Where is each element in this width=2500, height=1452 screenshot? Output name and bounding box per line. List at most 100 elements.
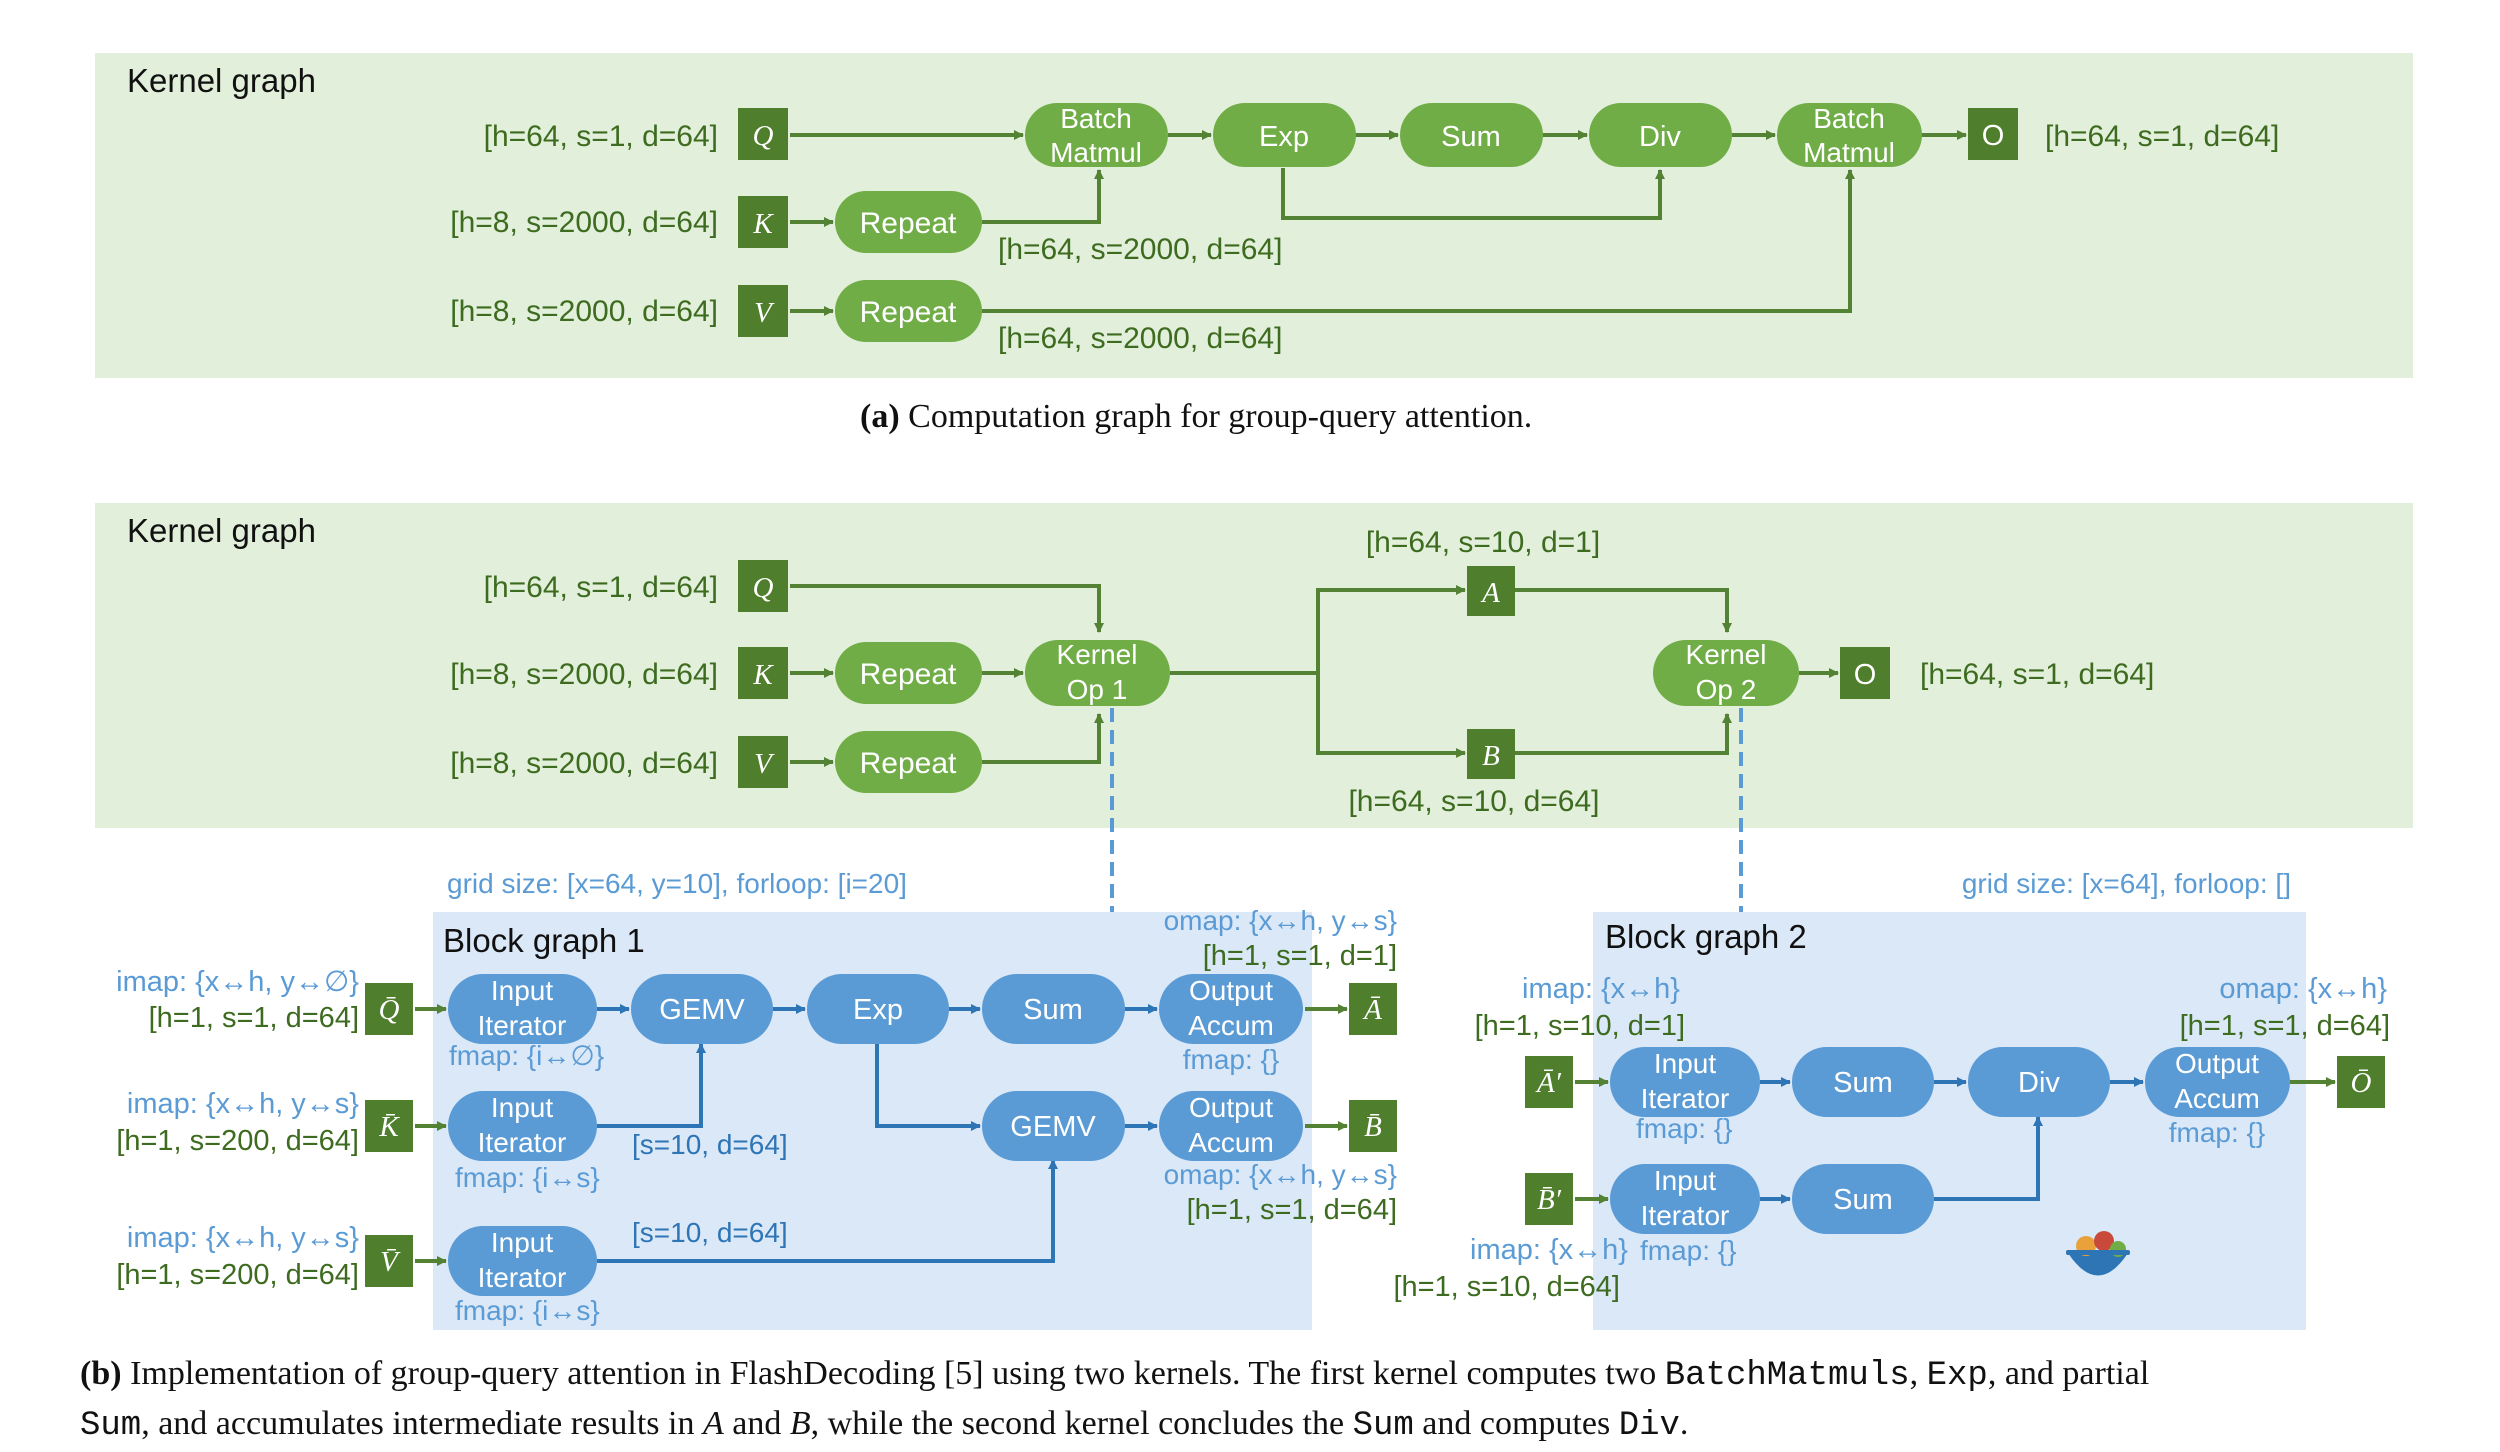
panel-title-a: Kernel graph [127,62,316,99]
b-input-v-box: V [738,736,788,788]
svg-text:K̄: K̄ [378,1111,400,1143]
intermediate-a-shape: [h=64, s=10, d=1] [1366,526,1600,559]
svg-text:Accum: Accum [1188,1127,1274,1158]
svg-text:Kernel: Kernel [1686,639,1767,670]
svg-text:Output: Output [2175,1048,2259,1079]
kernel-graph-panel-b [95,503,2413,828]
svg-text:Sum: Sum [1833,1184,1893,1216]
caption-a: (a) Computation graph for group-query at… [860,398,1532,436]
b2-sum-2: Sum [1792,1164,1934,1234]
b1-input-iterator-v: Input Iterator [448,1226,597,1296]
repeat-k-op: Repeat [835,191,982,253]
input-v-shape: [h=8, s=2000, d=64] [450,295,718,328]
b2-b-imap: imap: {x↔h} [1470,1234,1628,1266]
output-o-shape-a: [h=64, s=1, d=64] [2045,120,2279,153]
b1-k-edge-label: [s=10, d=64] [632,1129,788,1160]
svg-text:Iterator: Iterator [478,1010,567,1041]
caption-b-part: , and accumulates intermediate results i… [141,1405,703,1442]
svg-text:Batch: Batch [1060,103,1132,134]
input-k-box: K [738,196,788,248]
kernel-op-2: Kernel Op 2 [1653,639,1799,706]
svg-text:Op 1: Op 1 [1067,674,1128,705]
b1-input-iterator-q: Input Iterator [448,974,597,1044]
b1-input-v-box: V̄ [365,1235,413,1287]
b2-input-edges [1575,1077,2336,1204]
block1-grid-size: grid size: [x=64, y=10], forloop: [i=20] [447,868,907,899]
b1-gemv-2: GEMV [982,1091,1125,1161]
intermediate-b-shape: [h=64, s=10, d=64] [1348,785,1599,818]
svg-text:Repeat: Repeat [860,747,957,780]
batch-matmul-1: Batch Matmul [1025,103,1168,168]
b1-edges [597,1004,1158,1263]
b1-accum2-omap: omap: {x↔h, y↔s} [1164,1159,1397,1190]
svg-text:Input: Input [491,1227,553,1258]
b2-accum-fmap: fmap: {} [2169,1117,2266,1148]
block-graph-2-panel [1593,912,2306,1330]
repeat-k-edge-label: [h=64, s=2000, d=64] [998,233,1282,266]
edges-b-kernel [790,584,1839,767]
caption-b-part: , and partial [1987,1355,2150,1392]
input-k-shape: [h=8, s=2000, d=64] [450,206,718,239]
block1-title: Block graph 1 [443,922,645,959]
svg-text:Iterator: Iterator [1641,1200,1730,1231]
caption-b-part: , [1909,1355,1927,1392]
svg-text:Accum: Accum [1188,1010,1274,1041]
intermediate-b-box: B [1467,729,1515,779]
b2-a-imap: imap: {x↔h} [1522,973,1680,1005]
caption-b: (b) Implementation of group-query attent… [80,1350,2149,1450]
svg-text:Div: Div [2018,1067,2060,1099]
exp-op: Exp [1213,103,1356,167]
svg-text:O: O [1982,120,2005,152]
svg-text:Sum: Sum [1833,1067,1893,1099]
svg-text:Exp: Exp [853,994,903,1026]
b1-gemv-1: GEMV [631,974,773,1044]
b1-k-shape: [h=1, s=200, d=64] [116,1125,359,1157]
svg-text:Ā′: Ā′ [1535,1067,1562,1099]
svg-text:K: K [752,659,774,691]
svg-text:Op 2: Op 2 [1696,674,1757,705]
b1-output-accum-1: Output Accum [1159,974,1303,1044]
b1-q-fmap: fmap: {i↔∅} [449,1040,604,1071]
b1-accum1-omap: omap: {x↔h, y↔s} [1164,905,1397,936]
b1-output-accum-2: Output Accum [1159,1091,1303,1161]
b-repeat-v-op: Repeat [835,731,982,793]
svg-text:Matmul: Matmul [1050,137,1142,168]
b-output-o-box: O [1840,647,1890,699]
edges-a [790,130,1967,316]
svg-text:Q: Q [753,120,774,152]
svg-text:Matmul: Matmul [1803,137,1895,168]
svg-text:Ā: Ā [1362,994,1382,1026]
svg-text:Repeat: Repeat [860,207,957,240]
b1-input-q-box: Q̄ [365,983,413,1035]
b1-v-imap: imap: {x↔h, y↔s} [127,1222,359,1254]
b1-q-imap: imap: {x↔h, y↔∅} [116,966,359,998]
b2-b-shape: [h=1, s=10, d=64] [1393,1271,1620,1303]
b1-k-imap: imap: {x↔h, y↔s} [127,1088,359,1120]
repeat-v-edge-label: [h=64, s=2000, d=64] [998,322,1282,355]
svg-text:Iterator: Iterator [478,1262,567,1293]
svg-text:A: A [1480,577,1500,609]
b2-sum-1: Sum [1792,1047,1934,1117]
sum-op: Sum [1400,103,1543,167]
svg-text:B: B [1482,740,1500,772]
b-input-q-shape: [h=64, s=1, d=64] [484,571,718,604]
b2-a-shape: [h=1, s=10, d=1] [1475,1010,1685,1042]
svg-text:Div: Div [1639,121,1681,153]
b1-q-shape: [h=1, s=1, d=64] [149,1002,359,1034]
b2-input-iterator-b: Input Iterator [1610,1164,1760,1234]
svg-text:Accum: Accum [2174,1083,2260,1114]
b2-accum-omap: omap: {x↔h} [2219,973,2387,1005]
b-input-k-shape: [h=8, s=2000, d=64] [450,658,718,691]
svg-text:Input: Input [1654,1165,1716,1196]
svg-text:Sum: Sum [1023,994,1083,1026]
b1-output-b-box: B̄ [1349,1100,1397,1152]
block2-title: Block graph 2 [1605,918,1807,955]
div-op: Div [1589,103,1732,167]
intermediate-a-box: A [1467,566,1515,616]
svg-text:O: O [1854,659,1877,691]
svg-text:Repeat: Repeat [860,296,957,329]
b1-accum1-fmap: fmap: {} [1183,1044,1280,1075]
caption-b-var: A [702,1405,724,1442]
caption-b-part: , while the second kernel concludes the [810,1405,1353,1442]
